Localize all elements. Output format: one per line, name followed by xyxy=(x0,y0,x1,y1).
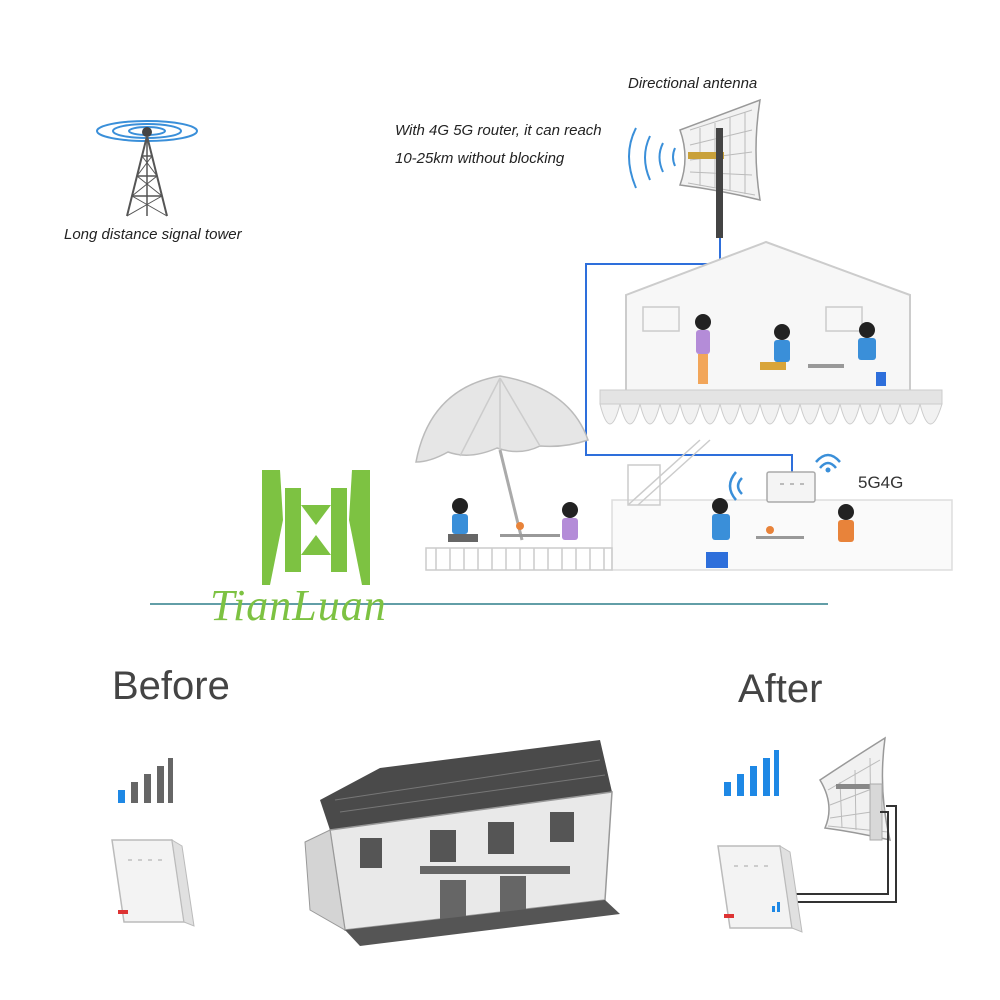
router-device-small xyxy=(766,471,816,503)
reach-line-2: 10-25km without blocking xyxy=(395,150,565,167)
after-signal-bars-icon xyxy=(724,750,779,796)
reach-line-1: With 4G 5G router, it can reach xyxy=(395,122,602,139)
signal-tower-icon xyxy=(96,120,198,217)
after-cables xyxy=(792,805,897,903)
before-router-icon xyxy=(111,839,195,927)
brand-name: TianLuan xyxy=(210,581,387,630)
grid-antenna-after-icon xyxy=(818,736,892,842)
grid-antenna-top-icon xyxy=(628,98,761,238)
before-label: Before xyxy=(112,664,230,708)
house-cutaway xyxy=(425,240,953,571)
after-label: After xyxy=(738,667,823,711)
before-signal-bars-icon xyxy=(118,758,173,803)
wifi-icon xyxy=(815,453,841,473)
wifi-icon xyxy=(728,471,743,501)
two-story-house xyxy=(304,740,620,946)
people-patio xyxy=(448,498,578,542)
after-router-icon xyxy=(717,845,803,933)
tianluan-logo-icon xyxy=(262,470,370,585)
band-label: 5G4G xyxy=(858,473,904,492)
tower-caption: Long distance signal tower xyxy=(64,226,242,243)
people-upstairs xyxy=(695,314,886,386)
people-downstairs xyxy=(706,498,854,568)
patio-umbrella xyxy=(415,375,589,541)
antenna-caption: Directional antenna xyxy=(628,75,758,92)
